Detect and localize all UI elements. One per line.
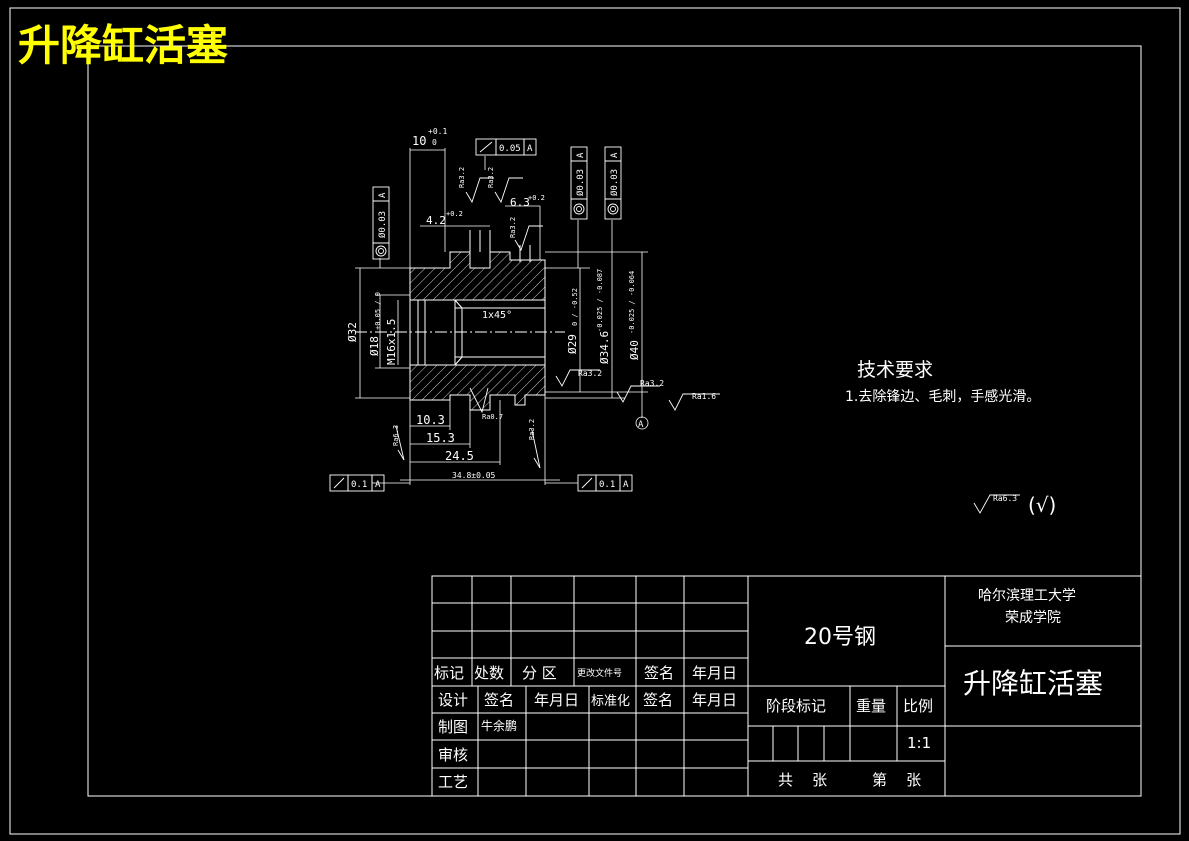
sheets-total: 共 张 <box>778 771 827 789</box>
row-standard: 标准化 <box>591 694 630 709</box>
row-std-date: 年月日 <box>692 691 737 709</box>
tech-req-item-1: 1.去除锋边、毛刺，手感光滑。 <box>845 388 1040 405</box>
dim-groove-tol: +0.2 <box>446 210 463 218</box>
ra-label-2: Ra3.2 <box>487 167 495 188</box>
dim-chamfer: 1x45° <box>482 310 512 321</box>
row-design-sign: 签名 <box>484 691 514 709</box>
scale-label: 比例 <box>903 697 933 715</box>
dim-d40-tol: -0.025 / -0.064 <box>628 271 636 334</box>
dim-top-len: 10 <box>412 134 426 148</box>
default-roughness-label: Ra6.3 <box>993 494 1017 503</box>
gdt-conc-left-value: Ø0.03 <box>377 211 388 238</box>
dim-total: 34.8±0.05 <box>452 471 496 480</box>
gdt-conc-r2-value: Ø0.03 <box>609 169 620 196</box>
gdt-conc-r1-datum: A <box>576 152 586 158</box>
gdt-runout-top-value: 0.05 <box>499 144 521 154</box>
hdr-date: 年月日 <box>692 664 737 682</box>
gdt-text: 0.05 A Ø0.03 A Ø0.03 A Ø0.03 A 0.1 A 0.1… <box>351 144 629 490</box>
default-roughness-note: (√) <box>1028 493 1056 517</box>
gdt-conc-r2-datum: A <box>610 152 620 158</box>
dim-d34: Ø34.6 <box>598 331 611 364</box>
row-design: 设计 <box>438 691 468 709</box>
datum-label: A <box>638 420 644 430</box>
hdr-mark: 标记 <box>434 664 464 682</box>
scale-value: 1:1 <box>907 734 931 752</box>
ra-label-6: Ra1.6 <box>692 392 716 401</box>
ra-label-4: Ra3.2 <box>578 369 602 378</box>
dim-top-tol-up: +0.1 <box>428 127 447 136</box>
gdt-runout-br-value: 0.1 <box>599 480 615 490</box>
gdt-runout-top-datum: A <box>527 144 533 154</box>
drafter-name: 牛余鹏 <box>481 718 517 733</box>
roughness-symbols <box>395 177 1020 514</box>
ra-label-8: Ra3.2 <box>528 419 536 440</box>
weight-label: 重量 <box>856 697 886 715</box>
outer-frame <box>9 7 1181 835</box>
ra-label-9: Ra6.3 <box>392 425 400 446</box>
ra-label-7: Ra0.7 <box>482 413 503 421</box>
row-review: 审核 <box>438 746 468 764</box>
title-block-text: 20号钢 哈尔滨理工大学 荣成学院 升降缸活塞 标记 处数 分 区 更改文件号 … <box>434 588 1103 791</box>
dim-d34-tol: -0.025 / -0.087 <box>596 269 604 332</box>
school-name: 哈尔滨理工大学 <box>978 588 1076 604</box>
ra-label-3: Ra3.2 <box>509 217 517 238</box>
hdr-count: 处数 <box>474 664 504 682</box>
gdt-runout-bl-value: 0.1 <box>351 480 367 490</box>
row-process: 工艺 <box>438 773 468 791</box>
dim-d29-tol: 0 / -0.52 <box>571 288 579 326</box>
hdr-change-doc: 更改文件号 <box>577 667 622 679</box>
dim-right-w: 6.3 <box>510 196 530 209</box>
part-name: 升降缸活塞 <box>963 667 1103 700</box>
row-std-sign: 签名 <box>643 691 673 709</box>
row-design-date: 年月日 <box>534 691 579 709</box>
gdt-runout-br-datum: A <box>623 480 629 490</box>
title-block <box>431 575 1142 797</box>
hdr-sign: 签名 <box>644 664 674 682</box>
part-section-view <box>355 230 565 411</box>
dim-d40: Ø40 <box>628 340 641 360</box>
gdt-frames <box>329 138 633 492</box>
dim-bore-tol: +0.05 / 0 <box>374 292 382 330</box>
ra-label-5: Ra3.2 <box>640 379 664 388</box>
dimension-text: 10 +0.1 0 4.2 +0.2 6.3 +0.2 1x45° Ø32 Ø1… <box>346 127 716 480</box>
ra-label-1: Ra3.2 <box>458 167 466 188</box>
dim-right-w-tol: +0.2 <box>528 194 545 202</box>
tech-req-heading: 技术要求 <box>857 359 933 381</box>
sheet-number: 第 张 <box>872 771 921 789</box>
stage-mark-label: 阶段标记 <box>766 697 826 715</box>
gdt-conc-left-datum: A <box>378 192 388 198</box>
dim-bore: Ø18 <box>368 336 381 356</box>
material-label: 20号钢 <box>804 625 876 650</box>
section-hatching <box>409 251 546 411</box>
dim-groove: 4.2 <box>426 214 446 227</box>
drawing-title: 升降缸活塞 <box>18 21 228 70</box>
dim-top-tol-low: 0 <box>432 138 437 147</box>
dim-thread: M16x1.5 <box>385 319 398 365</box>
dim-l3: 24.5 <box>445 449 474 463</box>
gdt-runout-bl-datum: A <box>375 480 381 490</box>
hdr-zone: 分 区 <box>522 664 557 682</box>
dim-l1: 10.3 <box>416 413 445 427</box>
school-college: 荣成学院 <box>1005 610 1061 626</box>
dim-d29: Ø29 <box>566 334 579 354</box>
dim-l2: 15.3 <box>426 431 455 445</box>
row-draw: 制图 <box>438 718 468 736</box>
gdt-conc-r1-value: Ø0.03 <box>575 169 586 196</box>
dim-od-left: Ø32 <box>346 322 359 342</box>
dimension-lines <box>355 148 649 485</box>
